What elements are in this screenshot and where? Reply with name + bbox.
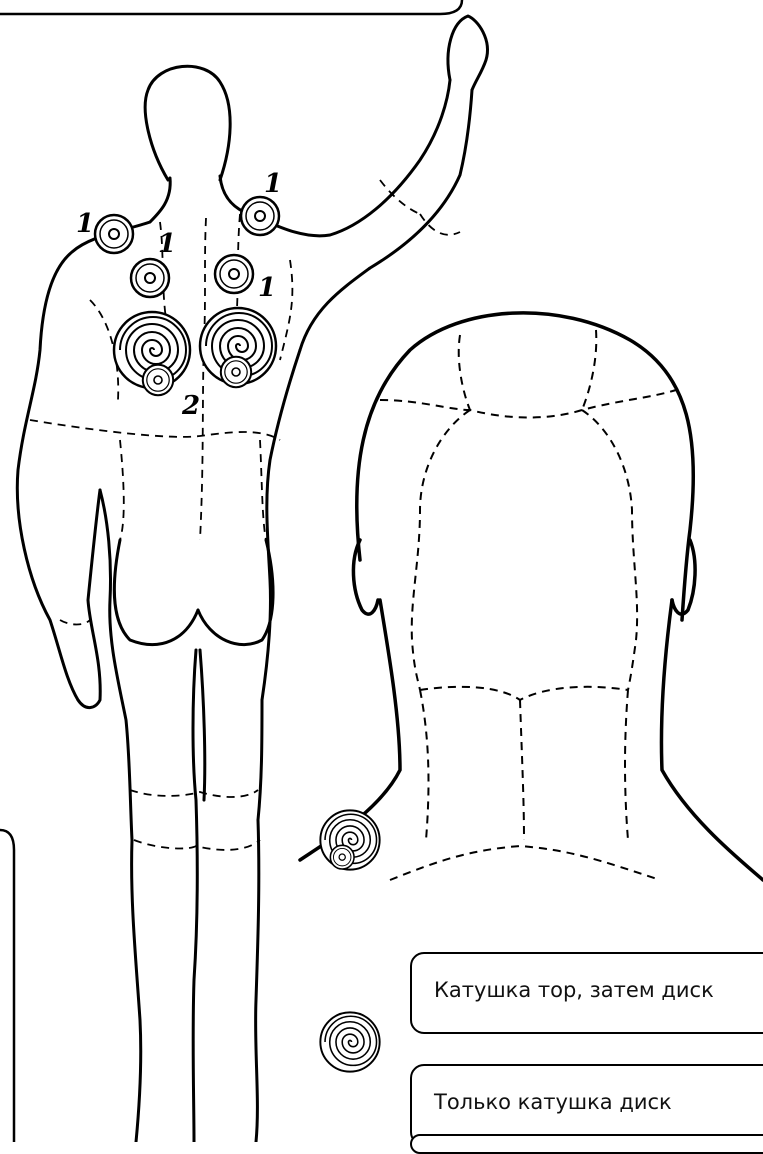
legend-label: Катушка тор, затем диск [434,978,714,1002]
marker-label-1: 1 [258,273,276,303]
head-back-figure [300,313,763,880]
marker-small-disk [241,197,279,235]
top-frame [0,0,462,14]
marker-small-disk [143,365,173,395]
coil-then-disk-icon [320,810,379,869]
marker-small-disk [95,215,133,253]
legend-item-partial [410,1134,763,1154]
marker-label-1: 1 [264,169,282,199]
marker-label-1: 1 [158,229,176,259]
marker-small-disk [131,259,169,297]
marker-label-1: 1 [76,209,94,239]
legend-label: Только катушка диск [434,1090,672,1114]
marker-small-disk [215,255,253,293]
marker-label-2: 2 [181,391,200,421]
legend-item-coil-then-disk: Катушка тор, затем диск [410,952,763,1034]
coil-disk-icon [320,1012,379,1071]
marker-small-disk [221,357,251,387]
head-zone-lines [380,330,676,880]
left-frame [0,830,14,1142]
